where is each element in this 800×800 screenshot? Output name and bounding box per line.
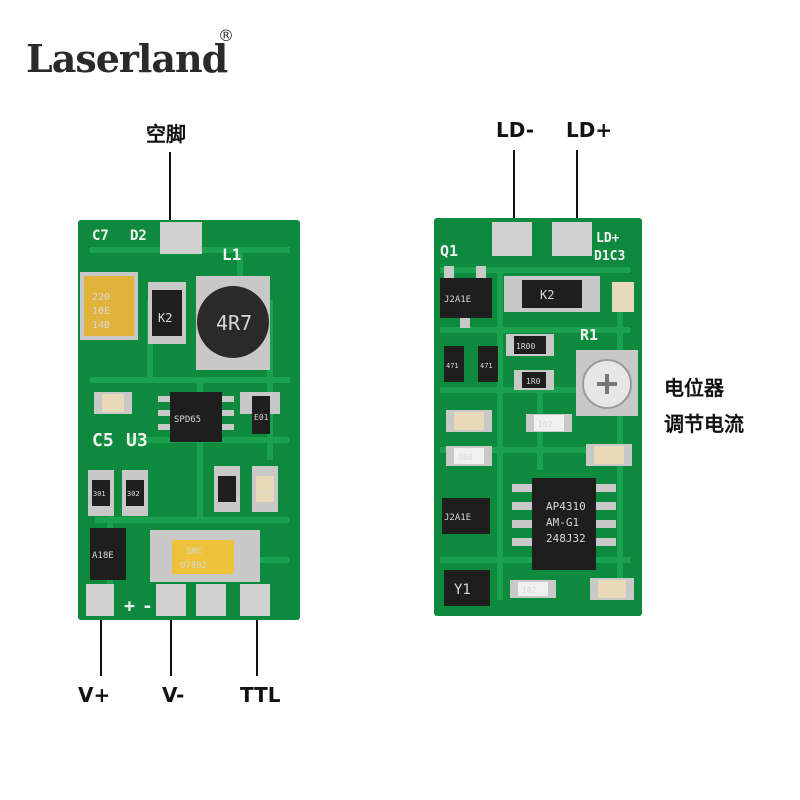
right-board: J2A1E K2 1R00 1R0 471 471 102 360 J2A1E [434, 218, 642, 616]
right-ra-text: 1R00 [516, 342, 535, 351]
left-silk-plus: + [124, 596, 135, 617]
left-r3-text: 302 [127, 490, 140, 498]
label-v-minus: V- [162, 683, 185, 707]
right-rg-text: 102 [522, 586, 537, 595]
right-ic-text3: 248J32 [546, 532, 586, 545]
left-cap-text3: 14B [92, 320, 110, 331]
right-silk-ldp: LD+ [596, 231, 620, 246]
left-silk-c5: C5 [92, 430, 114, 451]
left-cap-text2: 10E [92, 306, 110, 317]
right-silk-r1: R1 [580, 326, 598, 344]
left-silk-d2: D2 [130, 228, 147, 244]
label-adjust-current: 调节电流 [664, 412, 744, 436]
right-rb-text: 1R0 [526, 377, 541, 386]
left-cap-text1: 220 [92, 292, 110, 303]
right-rc-text: 471 [446, 362, 459, 370]
left-silk-c7: C7 [92, 228, 109, 244]
left-transistor-text: A18E [92, 551, 114, 561]
left-silk-minus: - [142, 596, 153, 617]
left-inductor-text: 4R7 [216, 311, 252, 335]
left-cap2-text2: 07882 [180, 561, 207, 571]
right-t2-text: J2A1E [444, 513, 471, 523]
left-silk-u3: U3 [126, 430, 148, 451]
left-cap2-text1: SMC [186, 547, 202, 557]
left-r1-text: E01 [254, 413, 269, 422]
right-rd-text: 471 [480, 362, 493, 370]
left-board: 220 10E 14B K2 4R7 E01 SPD65 301 302 39R [78, 220, 300, 620]
right-ic-text2: AM-G1 [546, 516, 579, 529]
label-spare-pin: 空脚 [146, 122, 186, 146]
right-y1-text: Y1 [454, 582, 471, 598]
brand-logo: Laserland [26, 36, 228, 81]
label-potentiometer: 电位器 [664, 376, 724, 400]
right-re-text: 102 [538, 420, 553, 429]
right-silk-q1: Q1 [440, 242, 458, 260]
label-ld-plus: LD+ [566, 118, 613, 142]
right-t1-text: J2A1E [444, 295, 471, 305]
leader-ld-minus [513, 150, 515, 220]
right-rf-text: 360 [458, 453, 473, 462]
right-silk-d1c3: D1C3 [594, 249, 625, 264]
left-ic-text: SPD65 [174, 415, 201, 425]
leader-v-plus [100, 618, 102, 676]
label-ttl: TTL [240, 683, 281, 707]
right-diode-text: K2 [540, 288, 554, 302]
left-r2-text: 301 [93, 490, 106, 498]
label-ld-minus: LD- [496, 118, 535, 142]
right-ic-text1: AP4310 [546, 500, 586, 513]
leader-ttl [256, 618, 258, 676]
label-v-plus: V+ [78, 683, 111, 707]
left-silk-l1: L1 [222, 245, 241, 264]
leader-spare-pin [169, 152, 171, 220]
left-r4-text: 39R [257, 488, 270, 496]
left-diode-text: K2 [158, 311, 172, 325]
leader-ld-plus [576, 150, 578, 220]
registered-mark: ® [218, 26, 234, 45]
leader-v-minus [170, 618, 172, 676]
